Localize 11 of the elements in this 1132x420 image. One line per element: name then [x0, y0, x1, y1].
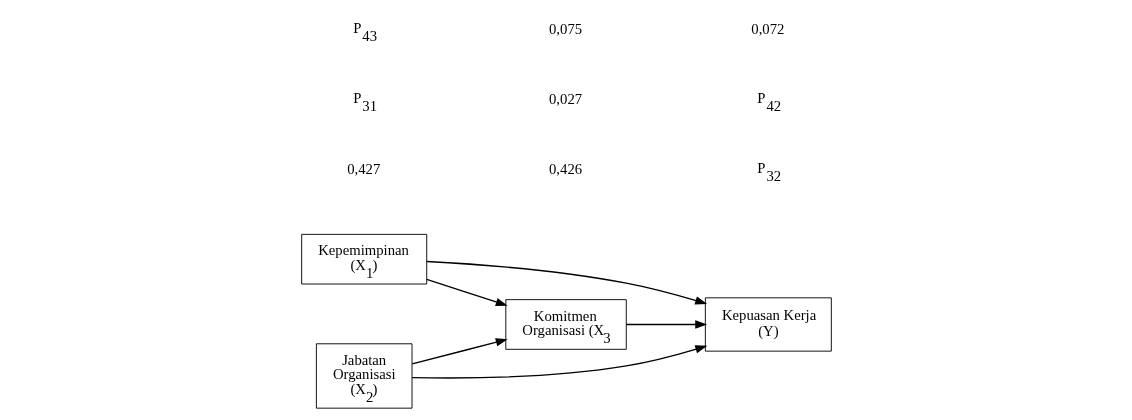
node-box: Kepuasan Kerja (Y): [704, 297, 832, 352]
label: 0,072: [750, 20, 784, 37]
arrow: [625, 320, 707, 329]
label: 0,427: [346, 160, 380, 177]
arrow: [411, 338, 508, 365]
arrow: [425, 278, 508, 306]
label: 0,426: [548, 160, 582, 177]
label: 0,075: [548, 20, 582, 37]
arrow: [425, 260, 707, 305]
arrow: [411, 345, 707, 379]
label: 0,027: [548, 90, 582, 107]
